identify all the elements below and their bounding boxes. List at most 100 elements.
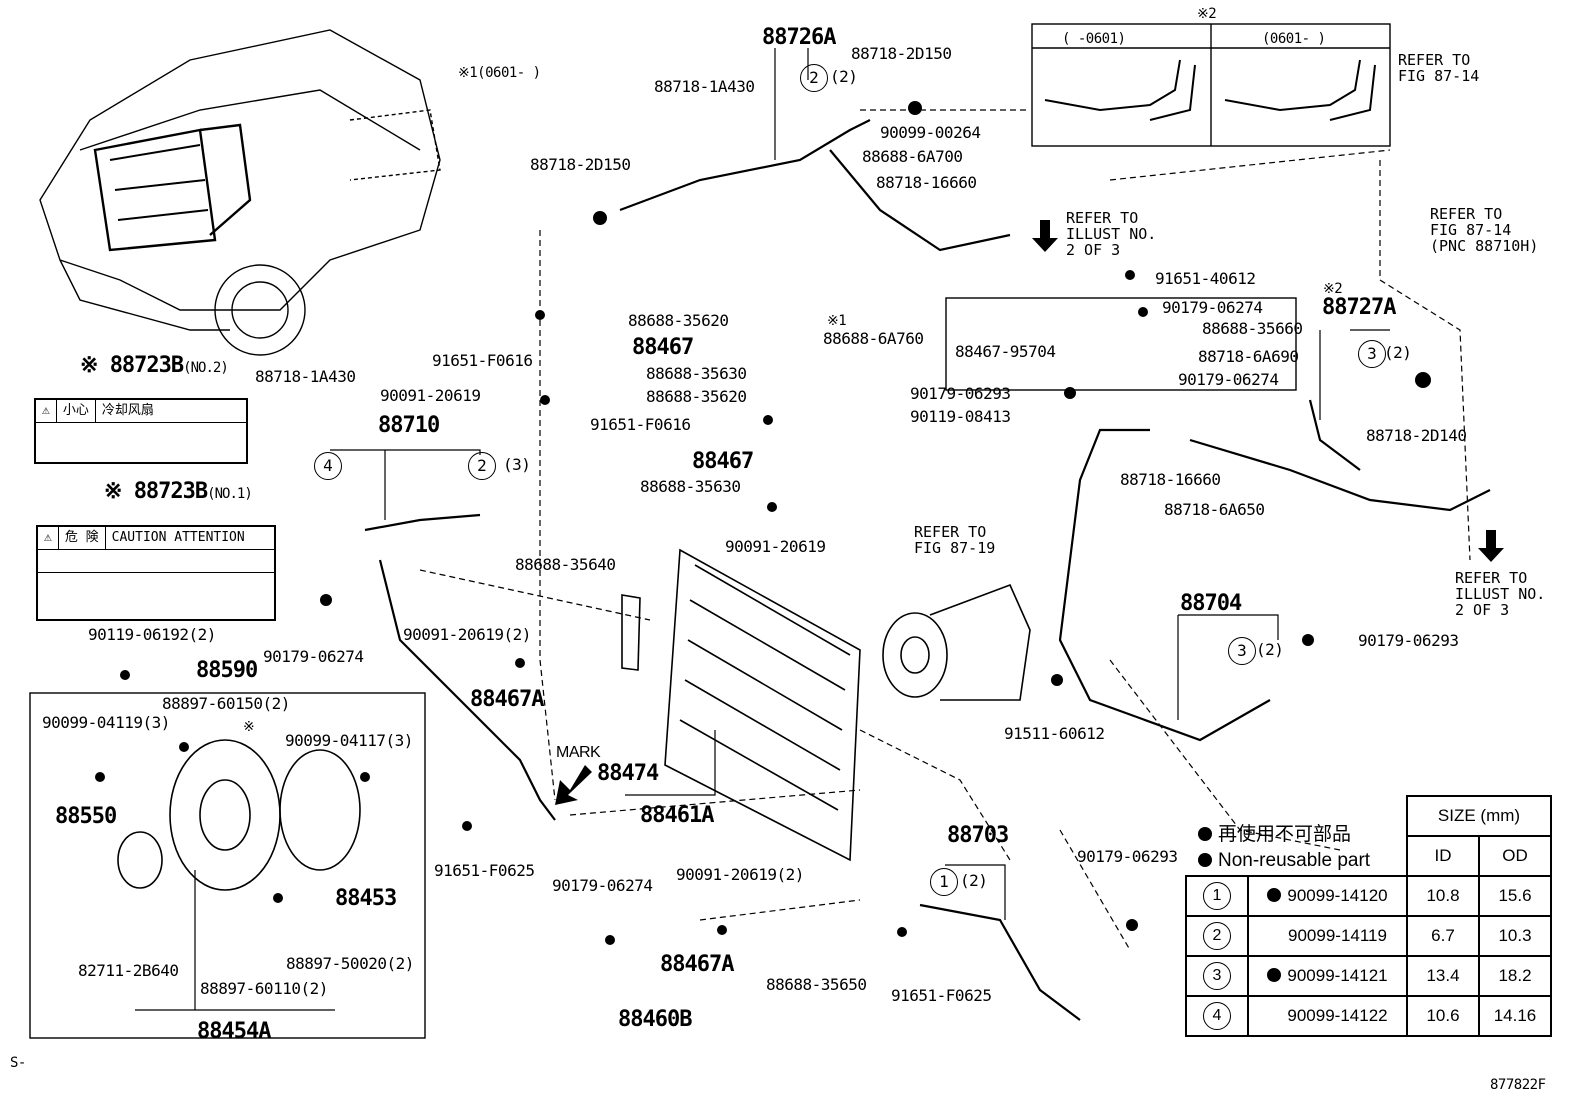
fan-motor bbox=[117, 739, 361, 891]
drawing-id: 877822F bbox=[1490, 1077, 1546, 1093]
part-88460B: 88460B bbox=[618, 1007, 692, 1032]
marker-1-label: ※1 bbox=[827, 313, 847, 329]
refer-fig-87-14-bottom: REFER TO FIG 87-14 (PNC 88710H) bbox=[1430, 205, 1539, 255]
mark-label: MARK bbox=[556, 744, 601, 761]
footer-left: S- bbox=[10, 1055, 26, 1071]
callout-circle-2-left: 2 bbox=[468, 452, 496, 480]
part-91651-F0625-b: 91651-F0625 bbox=[891, 986, 992, 1005]
condenser bbox=[621, 548, 861, 862]
part-90119-08413: 90119-08413 bbox=[910, 407, 1011, 426]
part-88467-a: 88467 bbox=[632, 335, 694, 360]
row-id: 13.4 bbox=[1406, 955, 1480, 997]
warning-label-no1: ⚠危 険 CAUTION ATTENTION bbox=[36, 525, 276, 621]
nonreusable-dot-icon bbox=[1198, 853, 1212, 867]
warning-label-no2-mark: ※ 88723B(NO.2) bbox=[80, 353, 229, 378]
part-88718-16660-top: 88718-16660 bbox=[876, 173, 977, 192]
part-90179-06274-r1: 90179-06274 bbox=[1162, 298, 1263, 317]
circle-2-qty-3: (3) bbox=[503, 455, 531, 474]
part-90179-06274-bottom: 90179-06274 bbox=[552, 876, 653, 895]
circle-3-qty-a: (2) bbox=[1384, 343, 1412, 362]
part-88688-35620-b: 88688-35620 bbox=[646, 387, 747, 406]
warning-label-no2: ⚠小心冷却风扇 bbox=[34, 398, 248, 464]
part-90091-20619-a: 90091-20619 bbox=[380, 386, 481, 405]
circle-3-qty-b: (2) bbox=[1256, 640, 1284, 659]
warning-label-no1-title: 危 険 bbox=[59, 527, 106, 549]
table-row: 3 90099-14121 13.4 18.2 bbox=[1185, 955, 1552, 997]
part-88718-2D150-top: 88718-2D150 bbox=[851, 44, 952, 63]
part-88718-6A650: 88718-6A650 bbox=[1164, 500, 1265, 519]
circle-1-qty: (2) bbox=[960, 871, 988, 890]
table-row: 4 90099-14122 10.6 14.16 bbox=[1185, 995, 1552, 1037]
nonreusable-dot-icon bbox=[1198, 827, 1212, 841]
size-table-header: SIZE (mm) bbox=[1406, 795, 1552, 837]
part-88726A: 88726A bbox=[762, 25, 836, 50]
row-part: 90099-14120 bbox=[1287, 886, 1388, 905]
part-88467-b: 88467 bbox=[692, 449, 754, 474]
row-od: 18.2 bbox=[1478, 955, 1552, 997]
refer-fig-87-14-top: REFER TO FIG 87-14 bbox=[1398, 51, 1480, 85]
part-90091-20619-2: 90091-20619(2) bbox=[403, 625, 531, 644]
row-id: 10.6 bbox=[1406, 995, 1480, 1037]
part-88710: 88710 bbox=[378, 413, 440, 438]
row-number: 4 bbox=[1203, 1002, 1231, 1030]
part-88467-95704: 88467-95704 bbox=[955, 342, 1056, 361]
size-table-col-id: ID bbox=[1406, 835, 1480, 877]
marker-1-range: ※1(0601- ) bbox=[458, 65, 541, 81]
part-90179-06274-r2: 90179-06274 bbox=[1178, 370, 1279, 389]
refer-illust-top: REFER TO ILLUST NO. 2 OF 3 bbox=[1066, 209, 1157, 259]
part-88688-6A760: 88688-6A760 bbox=[823, 329, 924, 348]
row-number: 1 bbox=[1203, 882, 1231, 910]
part-88897-60110: 88897-60110(2) bbox=[200, 979, 328, 998]
legend-line-1: 再使用不可部品 bbox=[1218, 824, 1352, 845]
row-od: 10.3 bbox=[1478, 915, 1552, 957]
range-left: ( -0601) bbox=[1062, 31, 1126, 47]
part-88718-2D140: 88718-2D140 bbox=[1366, 426, 1467, 445]
part-91651-40612: 91651-40612 bbox=[1155, 269, 1256, 288]
part-88727A: 88727A bbox=[1322, 295, 1396, 320]
callout-circle-3-bottom: 3 bbox=[1228, 637, 1256, 665]
part-88550: 88550 bbox=[55, 804, 117, 829]
part-90179-06274-left: 90179-06274 bbox=[263, 647, 364, 666]
warning-label-no2-sub: (NO.2) bbox=[183, 360, 229, 376]
legend: 再使用不可部品 Non-reusable part bbox=[1198, 822, 1370, 874]
table-row: 1 90099-14120 10.8 15.6 bbox=[1185, 875, 1552, 917]
part-88688-6A700: 88688-6A700 bbox=[862, 147, 963, 166]
legend-line-2: Non-reusable part bbox=[1218, 850, 1371, 871]
warning-triangle-icon: ⚠ bbox=[38, 527, 59, 549]
row-part: 90099-14119 bbox=[1288, 926, 1387, 945]
vehicle-illustration bbox=[39, 29, 441, 356]
circle-2-qty: (2) bbox=[830, 67, 858, 86]
row-number: 2 bbox=[1203, 922, 1231, 950]
warning-label-no1-mark: ※ 88723B(NO.1) bbox=[104, 479, 253, 504]
callout-circle-1: 1 bbox=[930, 868, 958, 896]
nonreusable-dot-icon bbox=[1267, 888, 1282, 902]
callout-circle-2-top: 2 bbox=[800, 64, 828, 92]
row-od: 14.16 bbox=[1478, 995, 1552, 1037]
marker-2-right: ※2 bbox=[1323, 281, 1343, 297]
callout-circle-4: 4 bbox=[314, 452, 342, 480]
part-90099-04119: 90099-04119(3) bbox=[42, 713, 170, 732]
warning-label-no2-title: 小心 bbox=[57, 400, 96, 422]
part-88461A: 88461A bbox=[640, 803, 714, 828]
part-88897-60150: 88897-60150(2) bbox=[162, 694, 290, 713]
row-number: 3 bbox=[1203, 962, 1231, 990]
warning-label-no1-text: CAUTION ATTENTION bbox=[111, 530, 245, 545]
part-88688-35660: 88688-35660 bbox=[1202, 319, 1303, 338]
table-row: 2 90099-14119 6.7 10.3 bbox=[1185, 915, 1552, 957]
part-88688-35640: 88688-35640 bbox=[515, 555, 616, 574]
switch-group-box bbox=[945, 297, 1297, 391]
part-90091-20619-b: 90091-20619 bbox=[725, 537, 826, 556]
part-88688-35630-a: 88688-35630 bbox=[646, 364, 747, 383]
part-88718-1A430-left: 88718-1A430 bbox=[255, 367, 356, 386]
part-91651-F0625-a: 91651-F0625 bbox=[434, 861, 535, 880]
note-mark: ※ bbox=[243, 719, 255, 735]
part-90099-04117: 90099-04117(3) bbox=[285, 731, 413, 750]
part-88718-2D150-left: 88718-2D150 bbox=[530, 155, 631, 174]
row-part: 90099-14121 bbox=[1287, 966, 1388, 985]
part-88688-35630-b: 88688-35630 bbox=[640, 477, 741, 496]
row-id: 10.8 bbox=[1406, 875, 1480, 917]
warning-label-no1-sub: (NO.1) bbox=[207, 486, 253, 502]
part-88467A-a: 88467A bbox=[470, 687, 544, 712]
nonreusable-dot-icon bbox=[1267, 968, 1282, 982]
part-90091-20619-2b: 90091-20619(2) bbox=[676, 865, 804, 884]
